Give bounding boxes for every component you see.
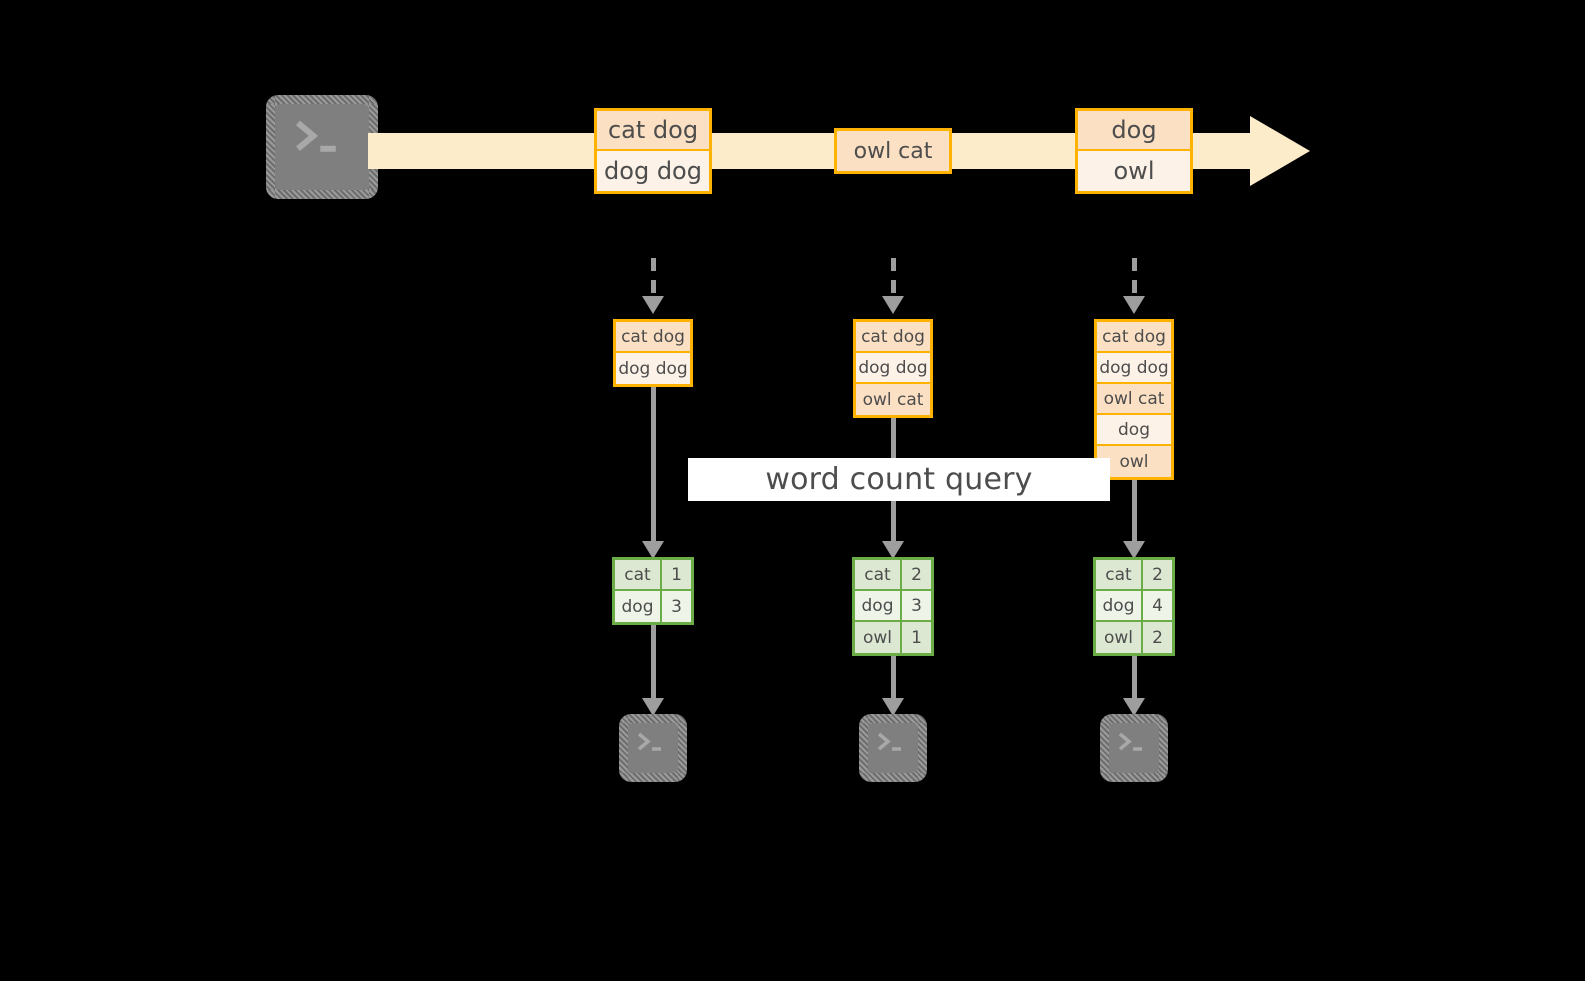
stream-record-group: cat dog dog dog [594, 108, 712, 194]
result-count-cell: 3 [662, 591, 691, 622]
window-record: cat dog [616, 322, 690, 353]
window-record-text: owl cat [862, 389, 924, 410]
source-terminal: >_ [266, 95, 378, 199]
stream-record-group: dog owl [1075, 108, 1193, 194]
window-record-text: dog dog [858, 357, 928, 378]
result-word-cell: dog [1096, 591, 1143, 620]
window-record-text: dog dog [618, 358, 688, 379]
stream-record-text: dog [1111, 116, 1157, 144]
window-records-box: cat dog dog dog [613, 319, 693, 387]
result-word-cell: owl [1096, 622, 1143, 653]
result-word-cell: dog [855, 591, 902, 620]
result-count-cell: 2 [1143, 560, 1172, 589]
window-record-text: cat dog [861, 326, 925, 347]
result-word-cell: dog [615, 591, 662, 622]
result-count-cell: 1 [662, 560, 691, 589]
sink-terminal: >_ [619, 714, 687, 782]
result-word-cell: cat [855, 560, 902, 589]
sink-terminal: >_ [1100, 714, 1168, 782]
dashed-connector [651, 258, 656, 298]
window-record: owl cat [856, 384, 930, 415]
sink-terminal: >_ [859, 714, 927, 782]
window-record-text: owl [1119, 451, 1149, 472]
window-records-box: cat dog dog dog owl cat [853, 319, 933, 418]
result-count-cell: 2 [1143, 622, 1172, 653]
sink-connector [1132, 656, 1137, 700]
result-count-cell: 2 [902, 560, 931, 589]
window-record: dog dog [616, 353, 690, 384]
arrowhead-icon [642, 698, 664, 716]
arrowhead-icon [882, 296, 904, 314]
window-records-box: cat dog dog dog owl cat dog owl [1094, 319, 1174, 480]
terminal-prompt-icon [637, 732, 661, 751]
dashed-connector [891, 258, 896, 298]
window-record: dog dog [1097, 353, 1171, 384]
window-record: dog [1097, 415, 1171, 446]
result-count-cell: 3 [902, 591, 931, 620]
stream-record-text: owl [1113, 157, 1155, 185]
window-record-text: dog dog [1099, 357, 1169, 378]
window-record: cat dog [1097, 322, 1171, 353]
stream-record: owl [1078, 151, 1190, 191]
arrowhead-icon [882, 698, 904, 716]
stream-arrowhead-icon [1250, 116, 1310, 186]
result-count-cell: 4 [1143, 591, 1172, 620]
terminal-prompt-icon [877, 732, 901, 751]
stream-record: cat dog [597, 111, 709, 151]
result-count-cell: 1 [902, 622, 931, 653]
sink-connector [651, 625, 656, 700]
query-label: word count query [765, 462, 1033, 497]
result-word-cell: owl [855, 622, 902, 653]
sink-connector [891, 656, 896, 700]
stream-record: dog dog [597, 151, 709, 191]
window-record-text: owl cat [1103, 388, 1165, 409]
stream-record: owl cat [837, 131, 949, 171]
stream-record: dog [1078, 111, 1190, 151]
terminal-prompt-icon [295, 120, 336, 152]
query-connector [1132, 480, 1137, 543]
arrowhead-icon [642, 296, 664, 314]
window-record: owl cat [1097, 384, 1171, 415]
dashed-connector [1132, 258, 1137, 298]
arrowhead-icon [1123, 698, 1145, 716]
window-record-text: cat dog [1102, 326, 1166, 347]
result-word-cell: cat [1096, 560, 1143, 589]
arrowhead-icon [642, 541, 664, 559]
window-record: dog dog [856, 353, 930, 384]
terminal-prompt-icon [1118, 732, 1142, 751]
arrowhead-icon [1123, 541, 1145, 559]
arrowhead-icon [1123, 296, 1145, 314]
query-connector [651, 387, 656, 543]
stream-record-text: owl cat [853, 138, 933, 164]
window-record: cat dog [856, 322, 930, 353]
window-record-text: cat dog [621, 326, 685, 347]
query-band: word count query [688, 458, 1110, 501]
stream-record-group: owl cat [834, 128, 952, 174]
window-record-text: dog [1118, 419, 1150, 440]
stream-record-text: dog dog [604, 157, 702, 185]
result-word-cell: cat [615, 560, 662, 589]
arrowhead-icon [882, 541, 904, 559]
stream-record-text: cat dog [607, 116, 699, 144]
